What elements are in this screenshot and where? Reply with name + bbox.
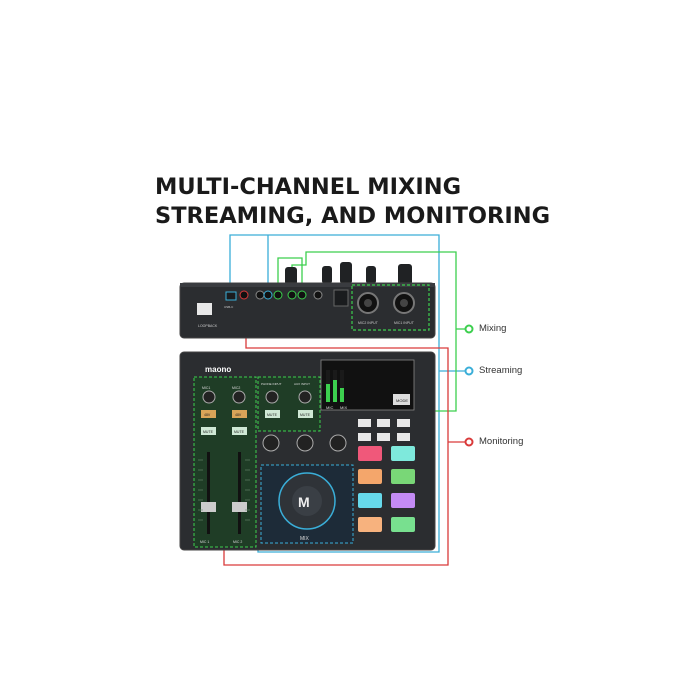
mic1-label: MIC1: [202, 386, 210, 390]
rear-ports: [225, 289, 349, 307]
fader-ticks: [198, 459, 250, 521]
rear-label-usb: USB-C: [224, 305, 234, 309]
aux-knob: [298, 390, 312, 404]
monitoring-dot: [464, 437, 474, 447]
input-panel: [257, 376, 321, 432]
mute-label-1: MUTE: [203, 430, 214, 434]
mic2-label: MIC2: [232, 386, 240, 390]
fader-label-2: MIC 2: [233, 540, 242, 544]
mode-button: [393, 394, 410, 405]
headline-line-1: MULTI-CHANNEL MIXING: [155, 174, 462, 200]
mic-channel-panel: [193, 376, 257, 548]
maono-m-icon: M: [298, 494, 310, 510]
level-meters: [326, 370, 344, 402]
fader-label-1: MIC 1: [200, 540, 209, 544]
top-device: maono MIC1 MIC2 48V 48V MUTE MUTE: [179, 351, 436, 551]
legend-monitoring: Monitoring: [479, 436, 524, 447]
mic1-input-label: MIC1 INPUT: [394, 321, 415, 325]
headline: MULTI-CHANNEL MIXING STREAMING, AND MONI…: [155, 173, 550, 231]
pad-1: [358, 446, 382, 461]
meter-label-mix: MIX: [340, 405, 347, 410]
pad-3: [358, 469, 382, 484]
phone-input-label: PHONE INPUT: [261, 382, 282, 386]
gain-knobs: [202, 390, 246, 404]
speaker-switch: [197, 303, 212, 315]
phantom-label-1: 48V: [204, 413, 211, 417]
pad-6: [391, 493, 415, 508]
pad-8: [391, 517, 415, 532]
effect-knobs: [262, 434, 347, 452]
mute-buttons-left: [201, 427, 247, 435]
mix-label: MIX: [300, 536, 310, 542]
streaming-dot: [464, 366, 474, 376]
phone-mute: [265, 410, 280, 418]
sound-pads: [358, 446, 415, 532]
mute-label-2: MUTE: [234, 430, 245, 434]
phone-mute-label: MUTE: [267, 413, 278, 417]
legend-dots: [464, 324, 474, 447]
phantom-buttons: [201, 410, 247, 418]
pad-4: [391, 469, 415, 484]
rear-left-label-2: LOOPBACK: [198, 324, 218, 328]
mixing-dot: [464, 324, 474, 334]
mode-label: MODE: [396, 398, 408, 403]
legend-mixing: Mixing: [479, 323, 507, 334]
faders: [201, 452, 247, 534]
mic-input-box: [351, 284, 430, 331]
voice-buttons: [358, 419, 410, 441]
rear-knob-tops: [285, 262, 412, 285]
aux-mute-label: MUTE: [300, 413, 311, 417]
aux-mute: [298, 410, 313, 418]
meter-label-mic: MIC: [326, 405, 333, 410]
brand-logo: maono: [205, 365, 231, 374]
mix-wheel-center: [292, 486, 322, 516]
rear-device: LOOPBACK USB-C MIC2 INPUT MIC1 INPUT: [179, 262, 436, 339]
headline-line-2: STREAMING, AND MONITORING: [155, 203, 551, 229]
phantom-label-2: 48V: [235, 413, 242, 417]
pad-2: [391, 446, 415, 461]
phone-knob: [265, 390, 279, 404]
legend-streaming: Streaming: [479, 365, 523, 376]
pad-7: [358, 517, 382, 532]
aux-input-label: AUX INPUT: [294, 382, 310, 386]
xlr-inputs: [357, 292, 415, 314]
mic2-input-label: MIC2 INPUT: [358, 321, 379, 325]
pad-5: [358, 493, 382, 508]
